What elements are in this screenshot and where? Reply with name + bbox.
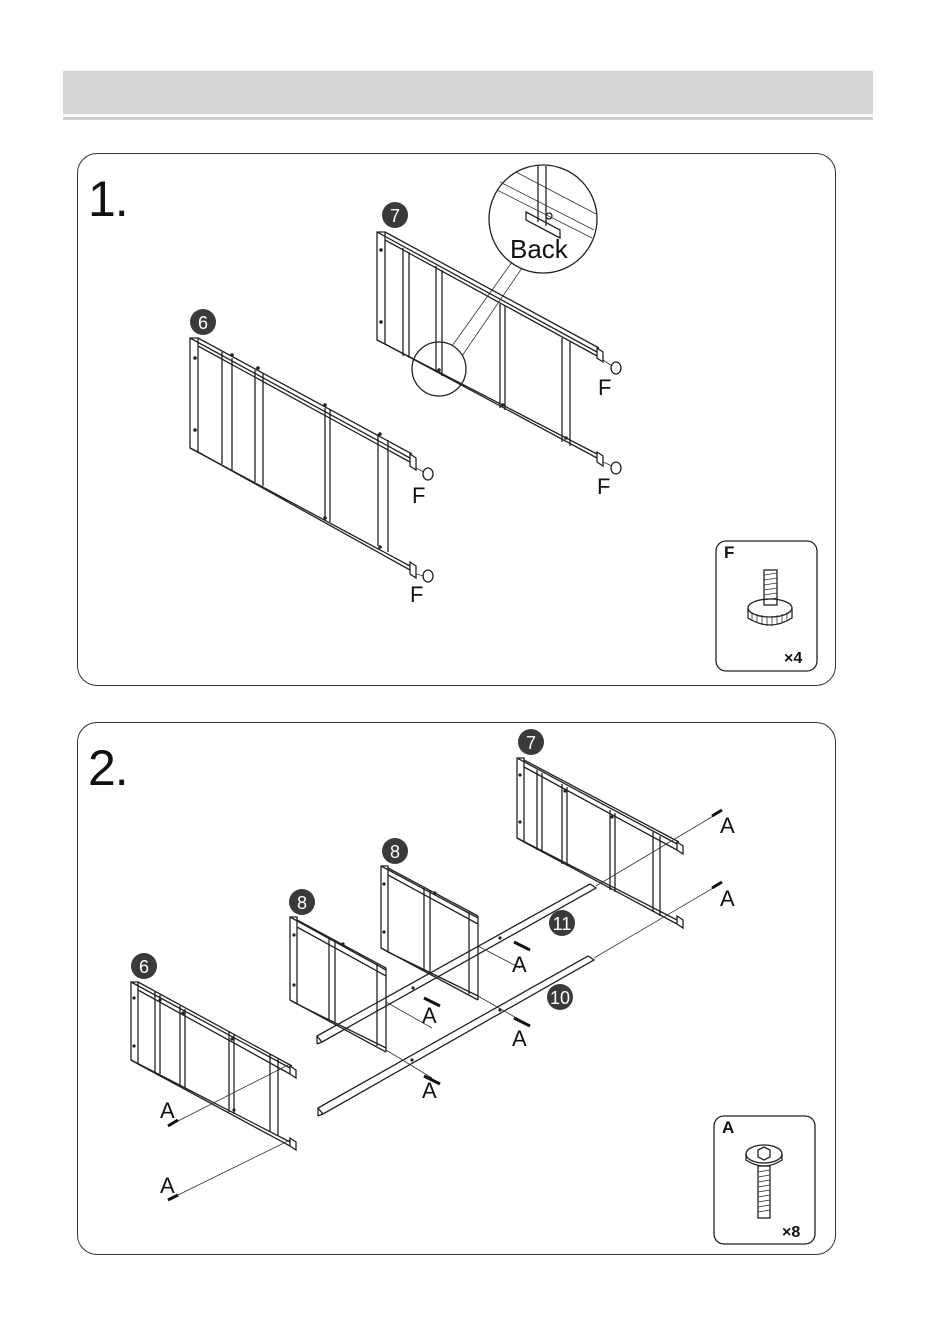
step-2-label-a-4: A	[720, 886, 735, 911]
step-2-part-10-rail	[318, 956, 594, 1116]
step-2-label-a-6: A	[422, 1003, 437, 1028]
step-2-part-11-rail	[317, 884, 596, 1044]
step-1-foot-f-3	[603, 360, 621, 374]
svg-text:11: 11	[553, 914, 572, 934]
step-1-part-6-frame	[190, 338, 416, 578]
step-2-label-a-1: A	[160, 1098, 175, 1123]
step-2-label-a-2: A	[160, 1173, 175, 1198]
step-2-label-a-7: A	[512, 1026, 527, 1051]
step-2-part-6-badge: 6	[131, 953, 157, 979]
step-2-part-7-frame	[517, 758, 683, 928]
svg-text:×8: ×8	[782, 1224, 800, 1241]
svg-text:F: F	[724, 543, 734, 562]
step-1-label-f-1: F	[412, 483, 425, 508]
svg-text:A: A	[722, 1118, 734, 1137]
step-2-label-a-5: A	[512, 952, 527, 977]
svg-text:8: 8	[297, 893, 307, 913]
step-1-foot-f-4	[603, 462, 621, 474]
step-2-part-8a-badge: 8	[289, 889, 315, 915]
svg-text:7: 7	[390, 206, 400, 226]
step-1-hardware-box: F ×4	[716, 541, 817, 671]
step-2-part-7-badge: 7	[518, 729, 544, 755]
step-2-label-a-3: A	[720, 813, 735, 838]
svg-text:6: 6	[198, 313, 208, 333]
step-2-part-8b-frame	[381, 866, 478, 1000]
step-2-part-10-badge: 10	[547, 984, 573, 1010]
svg-text:7: 7	[526, 733, 536, 753]
leveling-foot-icon	[748, 570, 792, 626]
svg-text:10: 10	[550, 988, 570, 1008]
step-1-callout-label: Back	[510, 234, 569, 264]
hex-bolt-icon	[746, 1145, 782, 1218]
step-1-foot-f-2	[416, 570, 433, 582]
step-2-guide-lines	[176, 812, 720, 1196]
step-2-hardware-box: A ×8	[714, 1116, 815, 1244]
step-1-foot-f-1	[416, 468, 433, 480]
step-2-part-8b-badge: 8	[382, 838, 408, 864]
step-2-part-6-frame	[131, 982, 296, 1150]
step-1-label-f-3: F	[598, 375, 611, 400]
step-1-part-6-badge: 6	[190, 309, 216, 335]
step-2-label-a-8: A	[422, 1078, 437, 1103]
step-2-part-11-badge: 11	[549, 910, 575, 936]
svg-text:8: 8	[390, 842, 400, 862]
step-1-part-7-badge: 7	[382, 202, 408, 228]
step-1-part-7-frame	[377, 232, 603, 466]
svg-text:×4: ×4	[784, 650, 802, 667]
step-2-part-8a-frame	[290, 917, 386, 1052]
step-2-bolts	[168, 810, 722, 1200]
step-1-label-f-2: F	[410, 582, 423, 607]
svg-text:6: 6	[139, 957, 149, 977]
step-1-label-f-4: F	[597, 474, 610, 499]
